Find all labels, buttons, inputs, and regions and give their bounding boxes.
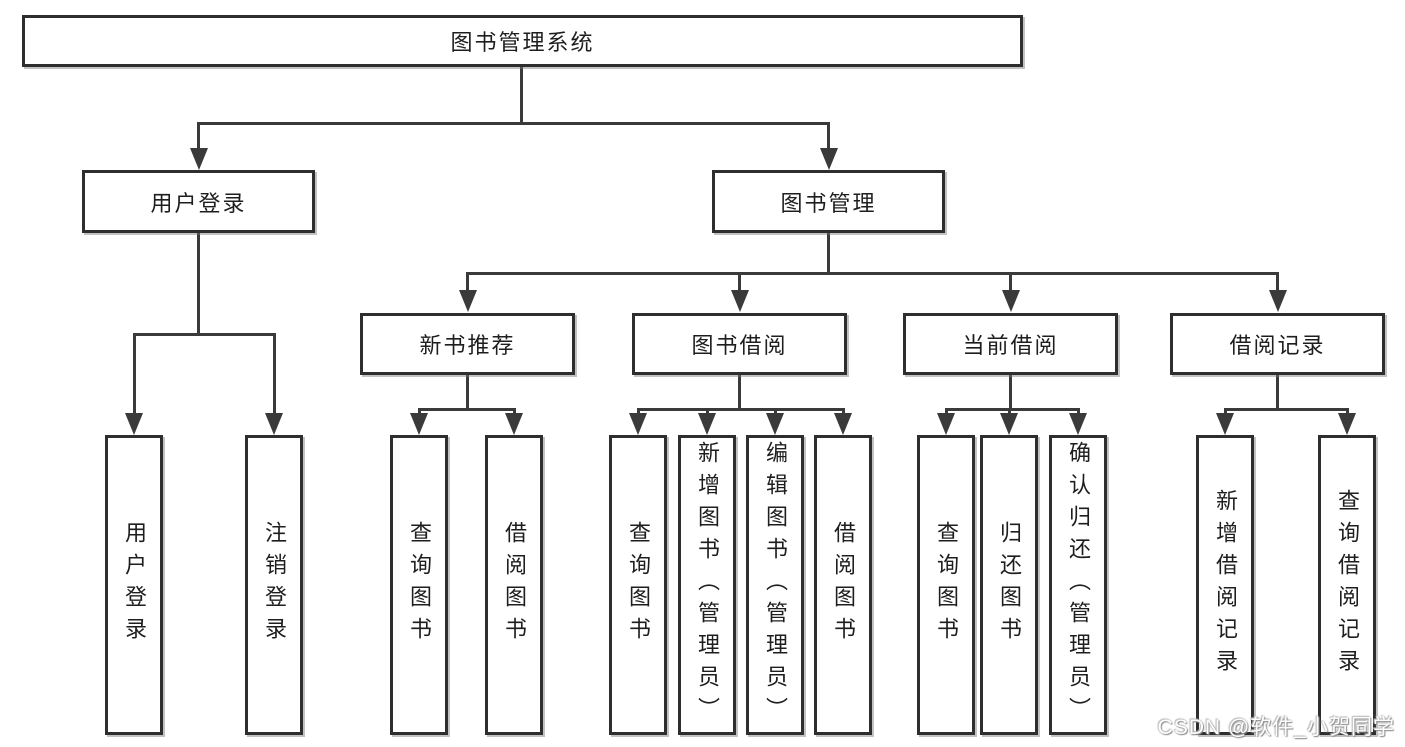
node-root: 图书管理系统 bbox=[22, 15, 1023, 67]
leaf-add-books-admin: 新增图书（管理员） bbox=[678, 435, 736, 735]
arrowhead-down-icon bbox=[730, 290, 749, 312]
connector-line bbox=[944, 408, 948, 417]
arrowhead-down-icon bbox=[1069, 413, 1087, 435]
node-borrow-records: 借阅记录 bbox=[1170, 313, 1385, 375]
connector-line bbox=[636, 408, 845, 411]
connector-line bbox=[466, 272, 469, 294]
arrowhead-down-icon bbox=[819, 148, 838, 170]
leaf-confirm-return-admin: 确认归还（管理员） bbox=[1049, 435, 1107, 735]
leaf-edit-books-admin: 编辑图书（管理员） bbox=[746, 435, 804, 735]
arrowhead-down-icon bbox=[505, 413, 523, 435]
node-book-management-label: 图书管理 bbox=[780, 190, 877, 216]
node-new-book-recommend-label: 新书推荐 bbox=[419, 333, 516, 358]
leaf-logout-label: 注销登录 bbox=[262, 521, 287, 649]
node-user-login: 用户登录 bbox=[82, 170, 315, 233]
connector-line bbox=[944, 408, 1080, 411]
connector-line bbox=[773, 408, 777, 417]
leaf-return-books: 归还图书 bbox=[980, 435, 1038, 735]
connector-line bbox=[738, 375, 741, 410]
leaf-current-query-books: 查询图书 bbox=[917, 435, 975, 735]
connector-line bbox=[466, 272, 1279, 275]
node-new-book-recommend: 新书推荐 bbox=[360, 313, 575, 375]
connector-line bbox=[1009, 272, 1012, 294]
node-borrow-records-label: 借阅记录 bbox=[1229, 333, 1326, 358]
connector-line bbox=[1223, 408, 1227, 417]
leaf-edit-books-admin-label: 编辑图书（管理员） bbox=[763, 441, 788, 729]
leaf-borrow-books-label: 借阅图书 bbox=[831, 521, 856, 649]
node-user-login-label: 用户登录 bbox=[150, 190, 247, 216]
arrowhead-down-icon bbox=[265, 413, 283, 435]
leaf-borrow-query-books: 查询图书 bbox=[609, 435, 667, 735]
connector-line bbox=[827, 122, 830, 152]
arrowhead-down-icon bbox=[1216, 413, 1234, 435]
arrowhead-down-icon bbox=[189, 148, 208, 170]
connector-line bbox=[466, 375, 469, 410]
connector-line bbox=[1007, 408, 1011, 417]
leaf-confirm-return-admin-label: 确认归还（管理员） bbox=[1066, 441, 1091, 729]
node-book-borrow-label: 图书借阅 bbox=[691, 333, 788, 358]
connector-line bbox=[197, 122, 830, 125]
node-root-label: 图书管理系统 bbox=[450, 30, 595, 55]
connector-line bbox=[841, 408, 845, 417]
arrowhead-down-icon bbox=[1268, 290, 1287, 312]
arrowhead-down-icon bbox=[410, 413, 428, 435]
arrowhead-down-icon bbox=[1338, 413, 1356, 435]
leaf-add-books-admin-label: 新增图书（管理员） bbox=[695, 441, 720, 729]
connector-line bbox=[272, 333, 276, 417]
connector-line bbox=[1076, 408, 1080, 417]
arrowhead-down-icon bbox=[1000, 413, 1018, 435]
node-book-management: 图书管理 bbox=[712, 170, 945, 233]
connector-line bbox=[197, 122, 200, 152]
leaf-recommend-query-books: 查询图书 bbox=[390, 435, 448, 735]
leaf-return-books-label: 归还图书 bbox=[997, 521, 1022, 649]
connector-line bbox=[197, 233, 200, 335]
leaf-recommend-query-books-label: 查询图书 bbox=[407, 521, 432, 649]
connector-line bbox=[1223, 408, 1349, 411]
leaf-add-borrow-record-label: 新增借阅记录 bbox=[1213, 489, 1238, 681]
node-current-borrow: 当前借阅 bbox=[903, 313, 1118, 375]
connector-line bbox=[417, 408, 516, 411]
connector-line bbox=[636, 408, 640, 417]
node-current-borrow-label: 当前借阅 bbox=[962, 333, 1059, 358]
leaf-query-borrow-record-label: 查询借阅记录 bbox=[1335, 489, 1360, 681]
connector-line bbox=[1276, 375, 1279, 410]
csdn-watermark: CSDN @软件_小贺同学 bbox=[1157, 716, 1395, 739]
node-book-borrow: 图书借阅 bbox=[632, 313, 847, 375]
arrowhead-down-icon bbox=[629, 413, 647, 435]
connector-line bbox=[132, 333, 136, 417]
leaf-current-query-books-label: 查询图书 bbox=[934, 521, 959, 649]
connector-line bbox=[1009, 375, 1012, 410]
connector-line bbox=[417, 408, 421, 417]
leaf-borrow-books: 借阅图书 bbox=[814, 435, 872, 735]
arrowhead-down-icon bbox=[937, 413, 955, 435]
connector-line bbox=[132, 333, 276, 336]
leaf-user-login: 用户登录 bbox=[105, 435, 163, 735]
leaf-query-borrow-record: 查询借阅记录 bbox=[1318, 435, 1376, 735]
arrowhead-down-icon bbox=[698, 413, 716, 435]
connector-line bbox=[1276, 272, 1279, 294]
connector-line bbox=[705, 408, 709, 417]
arrowhead-down-icon bbox=[834, 413, 852, 435]
connector-line bbox=[519, 67, 523, 124]
arrowhead-down-icon bbox=[1001, 290, 1020, 312]
connector-line bbox=[827, 233, 830, 274]
leaf-borrow-query-books-label: 查询图书 bbox=[626, 521, 651, 649]
leaf-user-login-label: 用户登录 bbox=[122, 521, 147, 649]
connector-line bbox=[1345, 408, 1349, 417]
leaf-recommend-borrow-books-label: 借阅图书 bbox=[502, 521, 527, 649]
leaf-logout: 注销登录 bbox=[245, 435, 303, 735]
arrowhead-down-icon bbox=[458, 290, 477, 312]
arrowhead-down-icon bbox=[125, 413, 143, 435]
connector-line bbox=[738, 272, 741, 294]
leaf-recommend-borrow-books: 借阅图书 bbox=[485, 435, 543, 735]
leaf-add-borrow-record: 新增借阅记录 bbox=[1196, 435, 1254, 735]
arrowhead-down-icon bbox=[766, 413, 784, 435]
connector-line bbox=[512, 408, 516, 417]
